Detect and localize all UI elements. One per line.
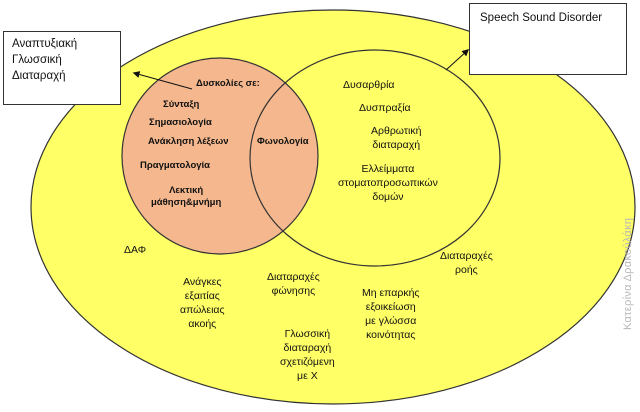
author-watermark: Κατερίνα Δρακούλάκη (622, 217, 634, 330)
language-x-line: με Χ (297, 370, 318, 382)
hearing-loss-line: απώλειας (180, 304, 225, 316)
articulation-line: διαταραχή (372, 139, 421, 151)
exposure-line: κοινότητας (366, 329, 416, 341)
speech-sound-disorder-box: Speech Sound Disorder (469, 3, 627, 75)
verbal-learning-line: Λεκτική (169, 185, 204, 196)
difficulties-heading: Δυσκολίες σε: (196, 78, 260, 89)
arrow-to-speech-sound-disorder (445, 49, 470, 71)
semantics-label: Σημασιολογία (149, 117, 212, 128)
right-circle (249, 49, 501, 267)
phonology-label: Φωνολογία (257, 136, 309, 147)
daf-label: ΔΑΦ (124, 244, 147, 256)
exposure-line: εξοικείωση (365, 301, 416, 313)
voice-disorders-label: Διαταραχές φώνησης (267, 270, 320, 298)
articulation-disorder-label: Αρθρωτική διαταραχή (371, 124, 421, 152)
orofacial-line: Ελλείμματα (361, 163, 415, 175)
language-disorder-line: Αναπτυξιακή (12, 38, 78, 50)
orofacial-line: δομών (372, 191, 404, 203)
verbal-learning-label: Λεκτική μάθηση&μνήμη (151, 185, 221, 209)
hearing-loss-line: Ανάγκες (183, 276, 222, 288)
pragmatics-label: Πραγματολογία (140, 160, 211, 171)
language-disorder-line: Διαταραχή (12, 70, 66, 82)
fluency-line: Διαταραχές (440, 250, 493, 262)
language-disorder-x-label: Γλωσσική διαταραχή σχετιζόμενη με Χ (280, 327, 335, 383)
orofacial-deficits-label: Ελλείμματα στοματοπροσωπικών δομών (338, 162, 438, 204)
arrow-to-language-disorder (132, 71, 193, 90)
dysarthria-label: Δυσαρθρία (343, 79, 395, 91)
language-x-line: διαταραχή (283, 342, 332, 354)
dyspraxia-label: Δυσπραξία (359, 102, 411, 114)
syntax-label: Σύνταξη (163, 99, 200, 110)
left-circle-outline (121, 57, 319, 255)
exposure-line: Μη επαρκής (362, 287, 420, 299)
overlap-region (250, 58, 318, 254)
exposure-line: με γλώσσα (365, 315, 417, 327)
orofacial-line: στοματοπροσωπικών (338, 177, 438, 189)
articulation-line: Αρθρωτική (371, 125, 422, 137)
voice-line: φώνησης (271, 285, 316, 297)
language-disorder-box: Αναπτυξιακή Γλωσσική Διαταραχή (3, 31, 121, 105)
fluency-line: ροής (455, 264, 478, 276)
fluency-disorders-label: Διαταραχές ροής (440, 249, 493, 277)
verbal-learning-line: μάθηση&μνήμη (151, 197, 222, 208)
hearing-loss-needs-label: Ανάγκες εξαιτίας απώλειας ακοής (180, 275, 225, 331)
language-disorder-line: Γλωσσική (12, 54, 62, 66)
hearing-loss-line: εξαιτίας (184, 290, 220, 302)
voice-line: Διαταραχές (267, 271, 320, 283)
insufficient-exposure-label: Μη επαρκής εξοικείωση με γλώσσα κοινότητ… (362, 286, 419, 342)
language-x-line: σχετιζόμενη (280, 356, 335, 368)
word-retrieval-label: Ανάκληση λέξεων (148, 136, 229, 147)
language-x-line: Γλωσσική (284, 328, 331, 340)
speech-sound-disorder-label: Speech Sound Disorder (480, 12, 603, 24)
hearing-loss-line: ακοής (188, 318, 217, 330)
